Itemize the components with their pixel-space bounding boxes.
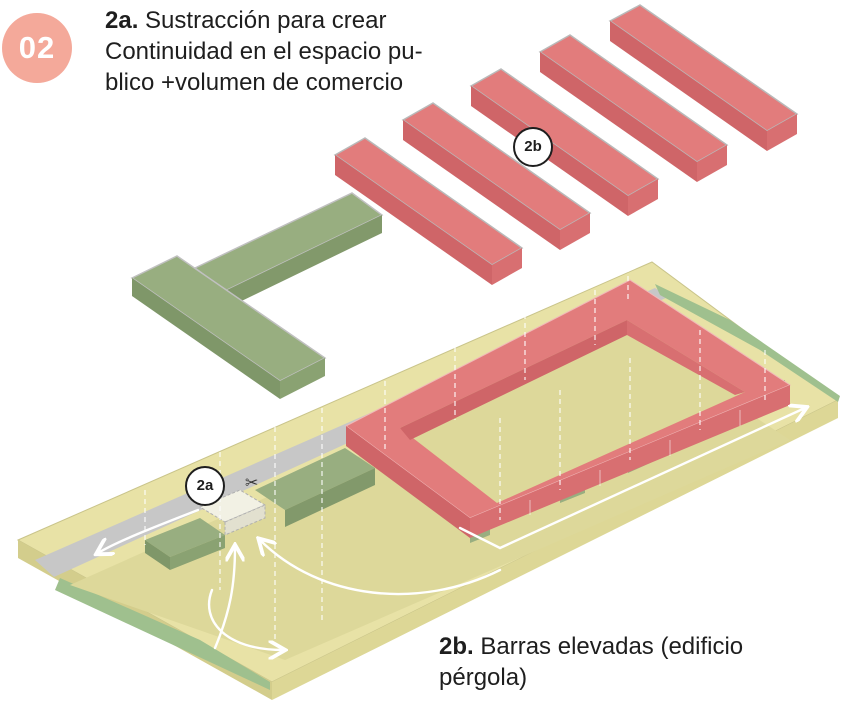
lawn-edge-right: [655, 284, 840, 402]
marker-2a: 2a: [185, 466, 225, 506]
caption-2a-line-1: Sustracción para crear: [145, 7, 387, 34]
lawn-edge-left: [55, 578, 270, 690]
floating-bar-2: [401, 102, 592, 250]
ground-green-block-right: [255, 448, 375, 527]
caption-2b-tag: 2b.: [439, 633, 474, 660]
floating-bar-4: [538, 34, 729, 182]
subtraction-void: [198, 489, 267, 536]
pergola-ring: [345, 279, 792, 543]
floating-green-l-block: [130, 192, 384, 399]
caption-2b-line-2: pérgola): [439, 664, 528, 691]
caption-2b-line-1: Barras elevadas (edificio: [480, 633, 744, 660]
marker-2b: 2b: [513, 127, 553, 167]
step-number-badge: 02: [2, 13, 72, 83]
caption-2a-line-2: Continuidad en el espacio pu-: [105, 38, 423, 65]
floating-bar-5: [608, 4, 799, 151]
caption-2a: 2a. Sustracción para crear Continuidad e…: [105, 5, 525, 98]
scissors-icon: ✂: [245, 473, 258, 492]
caption-2b: 2b. Barras elevadas (edificio pérgola): [439, 631, 839, 693]
floating-bar-1: [333, 137, 524, 285]
caption-2a-line-3: blico +volumen de comercio: [105, 69, 404, 96]
caption-2a-tag: 2a.: [105, 7, 139, 34]
ground-green-block-left: [145, 518, 225, 570]
circulation-arrows: [98, 408, 805, 650]
